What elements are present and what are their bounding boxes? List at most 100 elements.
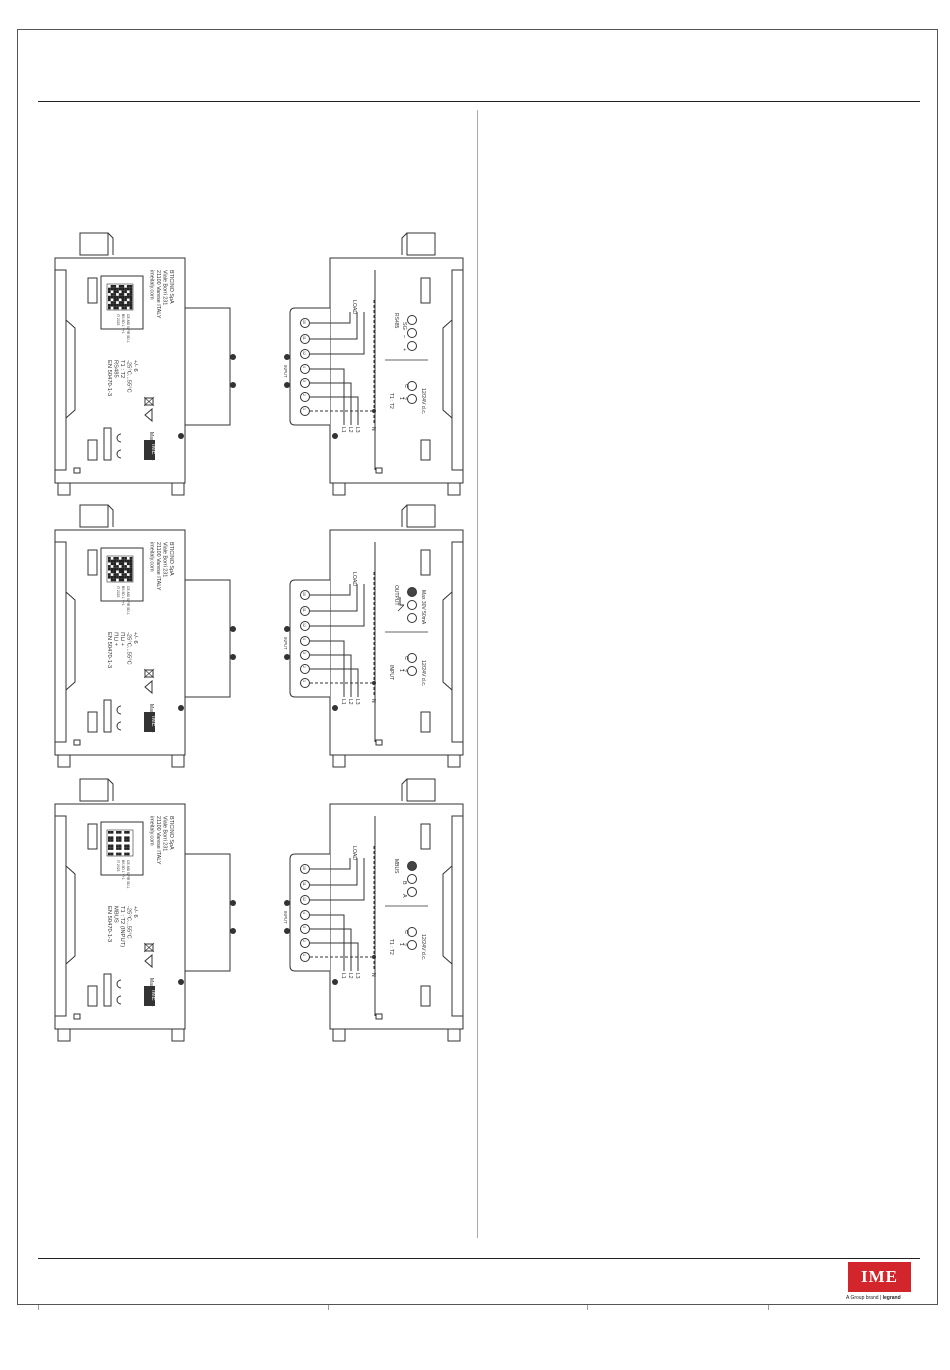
weee-bin-icon	[143, 396, 155, 407]
line-wire	[310, 668, 359, 697]
group-brand-tagline: A Group brand | legrand	[846, 1295, 901, 1301]
terminal-number: 10	[302, 320, 306, 324]
slot	[420, 711, 431, 733]
din-foot	[447, 1028, 461, 1042]
din-foot	[171, 754, 185, 768]
screw-icon	[230, 928, 236, 934]
bus-pin-label: B	[401, 881, 407, 885]
screw-icon	[230, 382, 236, 388]
screw-icon	[230, 626, 236, 632]
badge-text: IME	[150, 990, 156, 1001]
terminal-screw	[300, 636, 310, 646]
line-label-n: N	[370, 427, 376, 431]
screw-icon	[178, 705, 184, 711]
tariff-pin-label: C	[403, 930, 409, 934]
terminal-number: 3	[302, 652, 306, 654]
tariff-terminal	[407, 940, 417, 950]
warning-icon	[144, 679, 153, 695]
din-foot	[332, 754, 346, 768]
tariff-terminal	[407, 653, 417, 663]
load-wire	[310, 584, 358, 612]
label-small-text: CE-MD 5/F/R 5D.1	[126, 860, 130, 889]
screw-icon	[332, 979, 338, 985]
column-separator	[477, 110, 478, 1238]
tariff-pin-label: 2	[401, 397, 407, 400]
spec-line: EN 50470-1-3	[106, 632, 112, 668]
spec-line: +/- 6	[132, 906, 138, 918]
terminal-screw	[300, 378, 310, 388]
terminal-number: 1	[302, 408, 306, 410]
screw-icon	[178, 433, 184, 439]
terminal-screw	[300, 924, 310, 934]
terminal-block	[289, 307, 330, 426]
front-window	[185, 853, 231, 972]
input-label: INPUT	[283, 637, 288, 650]
line-label-l1: L1	[340, 427, 346, 433]
output-rating: Max 30V 50mA	[420, 590, 426, 625]
slot	[87, 711, 98, 733]
front-window	[185, 307, 231, 426]
company-line: Viale Borri 231	[162, 270, 168, 305]
legrand-wordmark: legrand	[882, 1295, 901, 1301]
front-window	[185, 579, 231, 698]
bus-title: MBUS	[393, 859, 399, 874]
device-body	[329, 803, 464, 1030]
relay-switch-icon	[397, 597, 405, 612]
page-frame	[17, 29, 938, 1305]
spec-line: ⊓⊔ +	[119, 632, 125, 647]
ce-mark-icon	[116, 433, 122, 443]
line-label-l3: L3	[354, 699, 360, 705]
screw-icon	[178, 979, 184, 985]
bus-title: RS485	[393, 313, 399, 329]
line-label-l1: L1	[340, 973, 346, 979]
tariff-terminal	[407, 381, 417, 391]
line-wire	[310, 942, 359, 971]
bus-pin-label: –	[401, 335, 407, 339]
top-clip	[406, 778, 436, 802]
line-label-l2: L2	[347, 699, 353, 705]
terminal-screw	[300, 864, 310, 874]
screw-icon	[332, 705, 338, 711]
terminal-screw	[300, 678, 310, 688]
qr-label	[100, 821, 144, 876]
terminal-screw	[300, 590, 310, 600]
tariff-title: INPUT	[388, 665, 394, 680]
footer-tick	[587, 1305, 588, 1310]
bus-terminal	[407, 328, 417, 338]
tariff-terminal	[407, 927, 417, 937]
terminal-screw	[300, 621, 310, 631]
terminal-number: 11	[302, 336, 306, 340]
slot	[87, 277, 98, 304]
footer-tick	[768, 1305, 769, 1310]
terminal-screw	[300, 880, 310, 890]
bus-terminal	[407, 613, 417, 623]
spec-line: RS485	[113, 360, 119, 378]
screw-icon	[332, 433, 338, 439]
device-body	[329, 257, 464, 484]
input-label: INPUT	[283, 911, 288, 924]
line-wire	[310, 640, 345, 697]
load-label: LOAD	[351, 572, 357, 586]
din-foot	[57, 482, 71, 496]
load-wire	[310, 858, 358, 886]
slot	[103, 973, 112, 1007]
terminal-screw	[300, 895, 310, 905]
label-small-text: BS 5D.1 Y+1	[121, 314, 125, 334]
load-label: LOAD	[351, 300, 357, 314]
terminal-number: 2	[302, 666, 306, 668]
terminal-screw	[300, 364, 310, 374]
header-rule	[38, 101, 920, 102]
screw-icon	[284, 900, 290, 906]
label-small-text: BS 5D.1 Y+1	[121, 586, 125, 606]
din-foot	[447, 482, 461, 496]
spec-line: T1 : T2	[119, 360, 125, 378]
slot	[420, 549, 431, 576]
terminal-number: 12	[302, 623, 306, 627]
device-body	[329, 529, 464, 756]
terminal-number: 12	[302, 351, 306, 355]
din-foot	[57, 1028, 71, 1042]
spec-line: +/- 6	[132, 360, 138, 372]
